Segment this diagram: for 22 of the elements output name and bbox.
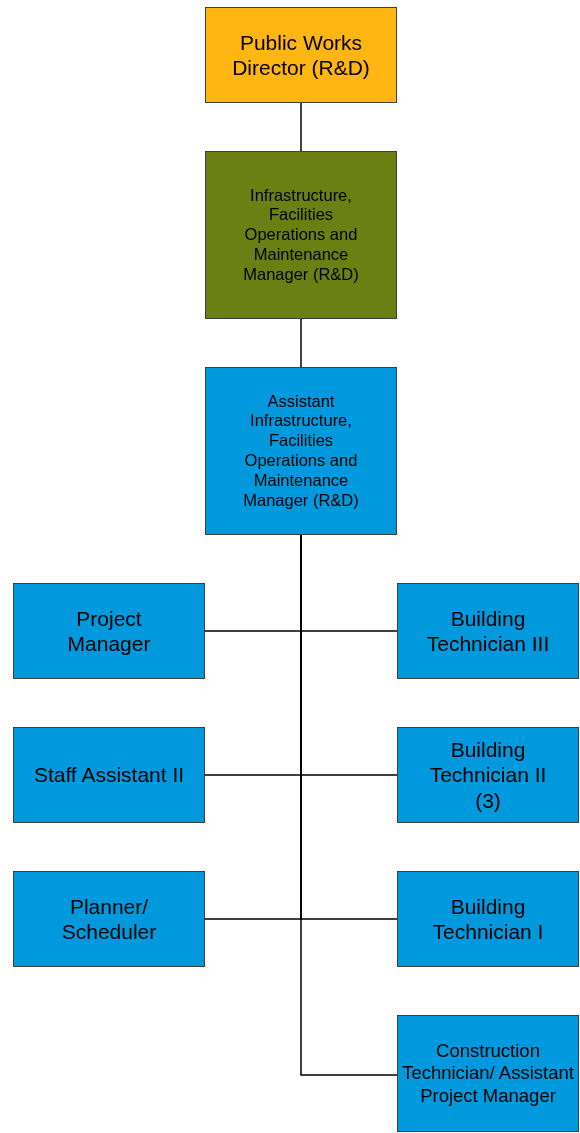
connector-line <box>300 318 302 368</box>
job-title: Construction Technician/ Assistant Project Manager <box>402 1040 574 1107</box>
position-box <box>205 7 397 103</box>
position-box <box>13 871 205 967</box>
position-box <box>205 151 397 319</box>
job-title: Building Technician I <box>431 893 545 945</box>
position-box <box>397 1015 579 1132</box>
job-title: Project Manager <box>66 605 152 657</box>
position-box <box>205 367 397 535</box>
job-title: Building Technician II (3) <box>428 737 548 813</box>
job-title: Assistant Infrastructure, Facilities Operations and Maintenance Manager (R&D) <box>242 391 360 511</box>
position-box <box>397 583 579 679</box>
job-title: Public Works Director (R&D) <box>231 29 371 81</box>
connector-line <box>300 102 302 152</box>
job-title: Infrastructure, Facilities Operations and Maintenance Manager (R&D) <box>242 185 360 285</box>
position-box <box>397 727 579 823</box>
job-title: Staff Assistant II <box>33 762 185 788</box>
position-box <box>13 583 205 679</box>
job-title: Planner/ Scheduler <box>60 893 158 945</box>
position-box <box>397 871 579 967</box>
position-box <box>13 727 205 823</box>
job-title: Building Technician III <box>425 605 551 657</box>
